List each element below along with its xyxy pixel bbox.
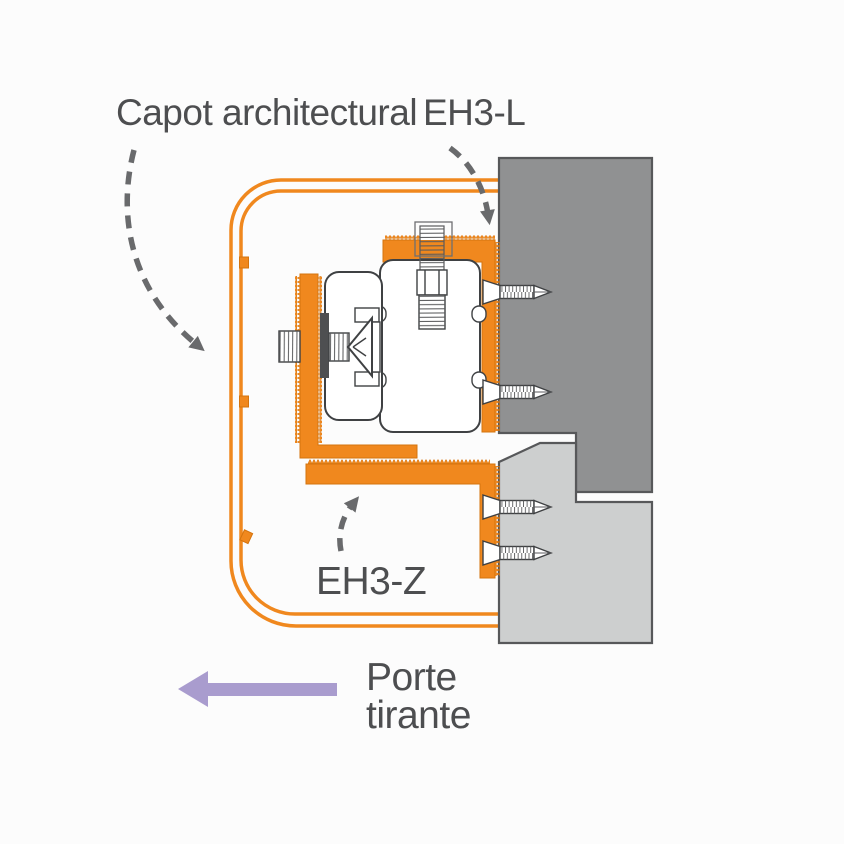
horizontal-adjustment-rod	[278, 330, 350, 363]
label-capot-architectural: Capot architectural	[116, 92, 418, 133]
bolt-guide-outline	[414, 221, 453, 257]
label-eh3-z: EH3-Z	[316, 560, 427, 603]
clip-tab	[471, 305, 487, 323]
adjustment-cone	[346, 315, 373, 379]
capot-clip	[239, 395, 249, 408]
vertical-adjustment-bolt	[414, 221, 453, 330]
porte-tirante-arrow	[178, 671, 337, 707]
capot-callout-arrow	[124, 149, 205, 352]
washer-plate	[320, 313, 329, 378]
eh3l-callout-arrow	[448, 145, 495, 226]
label-porte-line1: Porte	[366, 656, 457, 699]
label-porte-line2: tirante	[366, 694, 471, 737]
label-porte-tirante: Porte tirante	[366, 656, 471, 737]
label-eh3-l: EH3-L	[423, 92, 526, 133]
hex-nut	[416, 269, 448, 296]
capot-architectural-profile	[229, 178, 499, 628]
capot-clip	[239, 529, 254, 545]
capot-clip	[239, 256, 249, 269]
eh3z-callout-arrow	[337, 496, 360, 552]
sliding-door-section	[497, 441, 654, 645]
